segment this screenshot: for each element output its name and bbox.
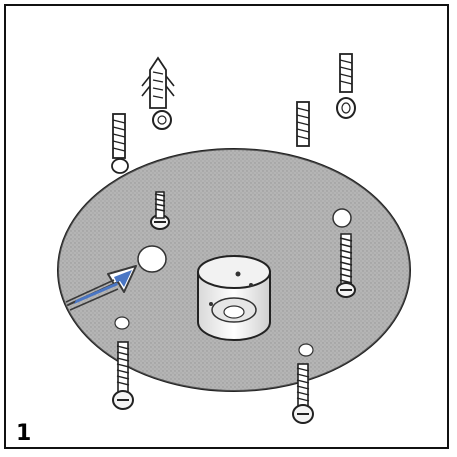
mounting-plate-illustration <box>57 53 411 424</box>
plate-hole-bottom <box>298 343 314 357</box>
wall-plug-icon <box>111 113 129 174</box>
figure-frame: 1 <box>4 4 449 449</box>
plate-hole-left <box>137 245 167 273</box>
arrow-icon <box>65 265 137 311</box>
screw-icon <box>336 233 356 298</box>
wall-plug-icon <box>141 56 175 130</box>
screw-icon <box>112 341 134 410</box>
step-number: 1 <box>16 421 32 446</box>
screw-icon <box>150 191 170 230</box>
screw-icon <box>292 363 314 424</box>
plate-hole-small <box>114 316 130 330</box>
screw-icon <box>296 101 310 147</box>
wall-plug-icon <box>336 53 356 119</box>
plate-hole-right <box>332 208 352 228</box>
center-mount-cylinder <box>197 255 271 341</box>
